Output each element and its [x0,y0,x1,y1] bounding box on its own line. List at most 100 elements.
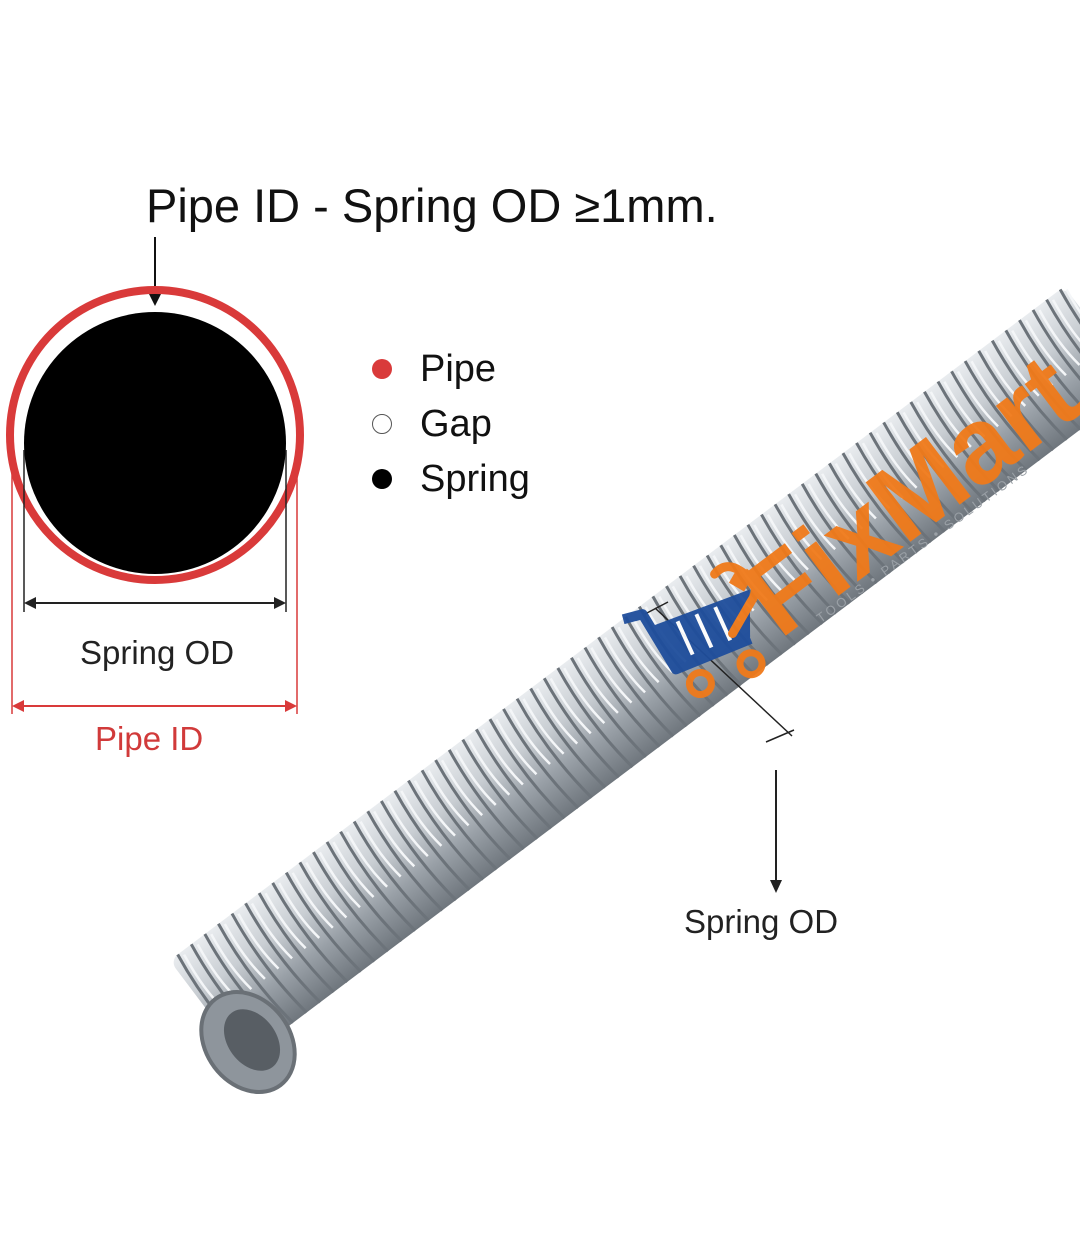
spring-coil-highlight [834,462,877,520]
legend-label-pipe: Pipe [420,347,497,390]
spring-coil-ridge [1045,298,1080,400]
spring-coil-ridge [284,871,362,973]
spring-coil-ridge [624,616,702,717]
spring-coil-highlight [291,872,334,929]
spring-coil-ridge [841,452,919,554]
spring-coil-ridge [244,902,322,1004]
spring-coil-highlight [250,902,293,960]
spring-coil-ridge [950,370,1028,472]
spring-photo [173,288,1080,1094]
spring-coil-ridge [447,749,525,850]
spring-coil-ridge [339,830,417,932]
spring-dot-icon [372,469,392,489]
spring-coil-highlight [848,452,891,510]
spring-coil-ridge [1018,319,1080,421]
spring-coil-highlight [495,718,538,776]
photo-spring-od-label: Spring OD [684,903,839,940]
spring-coil-ridge [312,851,390,953]
spring-od-dimension-arrow [24,597,286,609]
spring-coil-ridge [773,503,851,605]
spring-coil-highlight [603,636,646,694]
spring-coil-ridge [217,923,295,1024]
gap-dot-icon [372,414,392,434]
spring-coil-ridge [420,769,498,871]
legend-label-spring: Spring [420,457,530,500]
spring-coil-ridge [868,431,946,533]
spring-coil-highlight [576,657,619,714]
spring-coil-ridge [1004,329,1080,431]
spring-coil-ridge [515,697,593,799]
spring-coil-highlight [739,534,782,591]
spring-coil-highlight [386,800,429,857]
spring-coil-ridge [583,646,661,748]
spring-coil-ridge [895,411,973,513]
legend-item-spring: Spring [372,456,530,502]
spring-coil-highlight [223,923,266,980]
legend-item-pipe: Pipe [372,346,496,392]
spring-coil-ridge [1058,288,1080,390]
spring-coil-ridge [230,912,308,1014]
spring-coil-ridge [828,462,906,564]
spring-coils [176,288,1080,1055]
pipe-id-dimension-arrow [12,700,297,712]
spring-coil-highlight [332,841,375,898]
headline-pointer-arrow [149,237,161,306]
pipe-dot-icon [372,359,392,379]
spring-coil-ridge [733,534,811,636]
spring-coil-ridge [570,657,648,758]
spring-coil-ridge [502,708,580,810]
spring-disc [24,312,286,574]
spring-coil-highlight [318,851,361,909]
spring-coil-ridge [461,738,539,840]
spring-coil-highlight [210,933,253,990]
photo-od-arrowhead [770,880,782,893]
fixmart-logo: FixMart [621,331,1080,699]
cart-icon [621,562,766,699]
spring-coil-ridge [882,421,960,523]
spring-coil-ridge [352,820,430,922]
spring-coil-highlight [821,473,864,530]
spring-coil-highlight [373,810,416,868]
headline: Pipe ID - Spring OD ≥1mm. [146,179,718,232]
spring-coil-ridge [407,779,485,881]
spring-coil-highlight [766,514,809,571]
spring-body [173,290,1080,1056]
spring-coil-highlight [468,739,511,796]
spring-coil-highlight [780,503,823,561]
spring-coil-ridge [380,800,458,902]
spring-coil-highlight [1065,289,1080,346]
spring-coil-highlight [861,442,904,499]
spring-coil-ridge [366,810,444,912]
spring-coil-highlight [522,698,565,755]
spring-coil-highlight [916,401,959,458]
spring-coil-highlight [929,391,972,448]
spring-coil-highlight [1024,319,1067,377]
spring-coil-ridge [855,442,933,544]
spring-coil-ridge [393,790,471,891]
spring-coil-ridge [298,861,376,963]
spring-coil-highlight [237,913,280,970]
spring-coil-highlight [400,790,443,847]
spring-coil-ridge [556,667,634,769]
spring-coil-ridge [746,524,824,625]
spring-coil-ridge [787,493,865,595]
spring-coil-ridge [936,380,1014,482]
spring-coil-ridge [597,636,675,738]
spring-coil-highlight [481,728,524,786]
spring-coil-ridge [325,841,403,943]
spring-coil-ridge [923,391,1001,492]
spring-coil-ridge [475,728,553,830]
spring-coil-highlight [549,677,592,735]
spring-coil-ridge [610,626,688,728]
cross-section [6,286,304,714]
pipe-ring [6,286,304,584]
spring-coil-highlight [264,892,307,950]
spring-coil-highlight [631,616,674,673]
spring-coil-highlight [943,381,986,438]
spring-coil-highlight [440,759,484,817]
spring-coil-highlight [956,370,999,428]
spring-coil-highlight [590,647,633,704]
legend-item-gap: Gap [372,401,492,447]
spring-coil-ridge [434,759,512,861]
